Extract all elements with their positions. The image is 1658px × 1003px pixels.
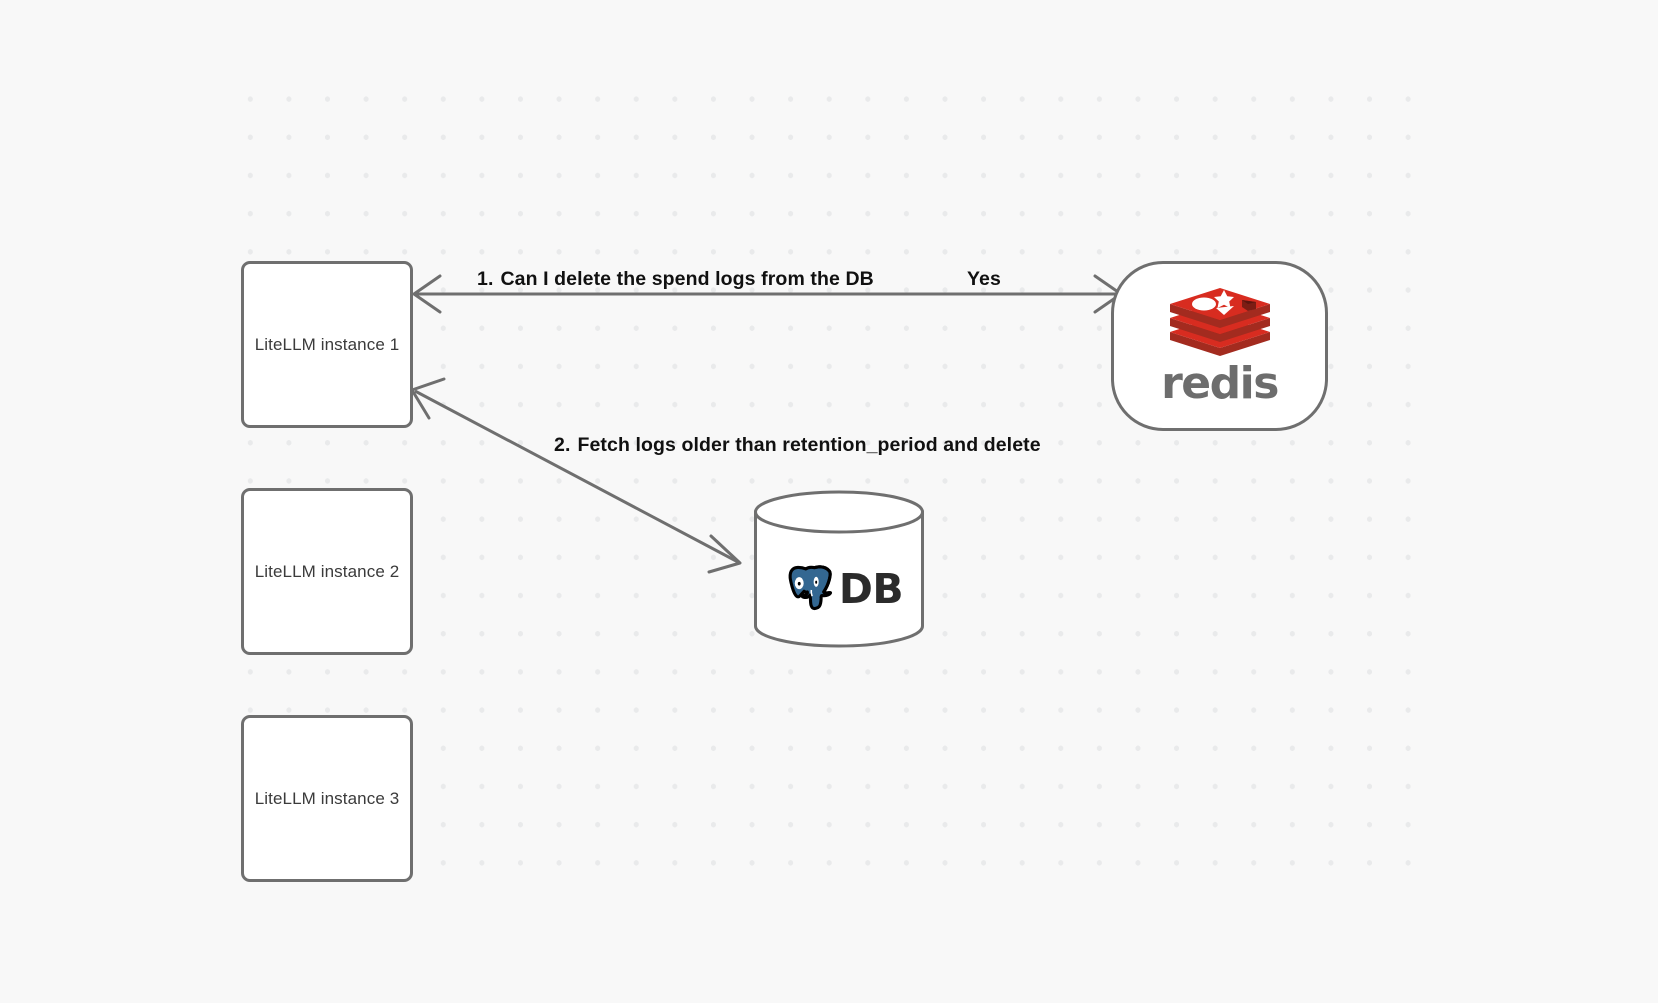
postgresql-elephant-icon [788,565,832,611]
edge-litellm1-db-line [414,389,739,564]
edge-label-step-2: 2. Fetch logs older than retention_period… [554,434,1041,457]
node-litellm-instance-2[interactable]: LiteLLM instance 2 [241,488,413,655]
node-redis[interactable]: redis [1111,261,1328,431]
node-litellm-instance-1[interactable]: LiteLLM instance 1 [241,261,413,428]
edge-litellm1-db-arrowhead-end [707,534,742,574]
node-db[interactable]: DB [753,490,925,648]
redis-logo-group: redis [1161,282,1279,409]
node-litellm-instance-1-label: LiteLLM instance 1 [254,334,400,354]
node-litellm-instance-3[interactable]: LiteLLM instance 3 [241,715,413,882]
db-logo-group: DB [753,510,925,668]
edge-label-step-1-number: 1. [477,268,494,290]
node-litellm-instance-3-label: LiteLLM instance 3 [254,788,400,808]
edge-litellm1-db-arrowhead-start [410,377,446,420]
node-litellm-instance-2-label: LiteLLM instance 2 [254,561,400,581]
redis-wordmark-label: redis [1161,358,1279,409]
edge-label-yes: Yes [967,268,1001,290]
db-cylinder-shape [754,490,924,648]
db-label: DB [838,564,904,613]
redis-logo-icon [1169,288,1270,356]
edge-label-step-1-text: Can I delete the spend logs from the DB [500,268,874,290]
edge-label-step-2-number: 2. [554,434,571,456]
edge-label-step-1: 1. Can I delete the spend logs from the D… [477,268,874,291]
edge-label-step-2-text: Fetch logs older than retention_period a… [577,434,1041,456]
edge-litellm1-redis-arrowhead-left [412,274,442,314]
